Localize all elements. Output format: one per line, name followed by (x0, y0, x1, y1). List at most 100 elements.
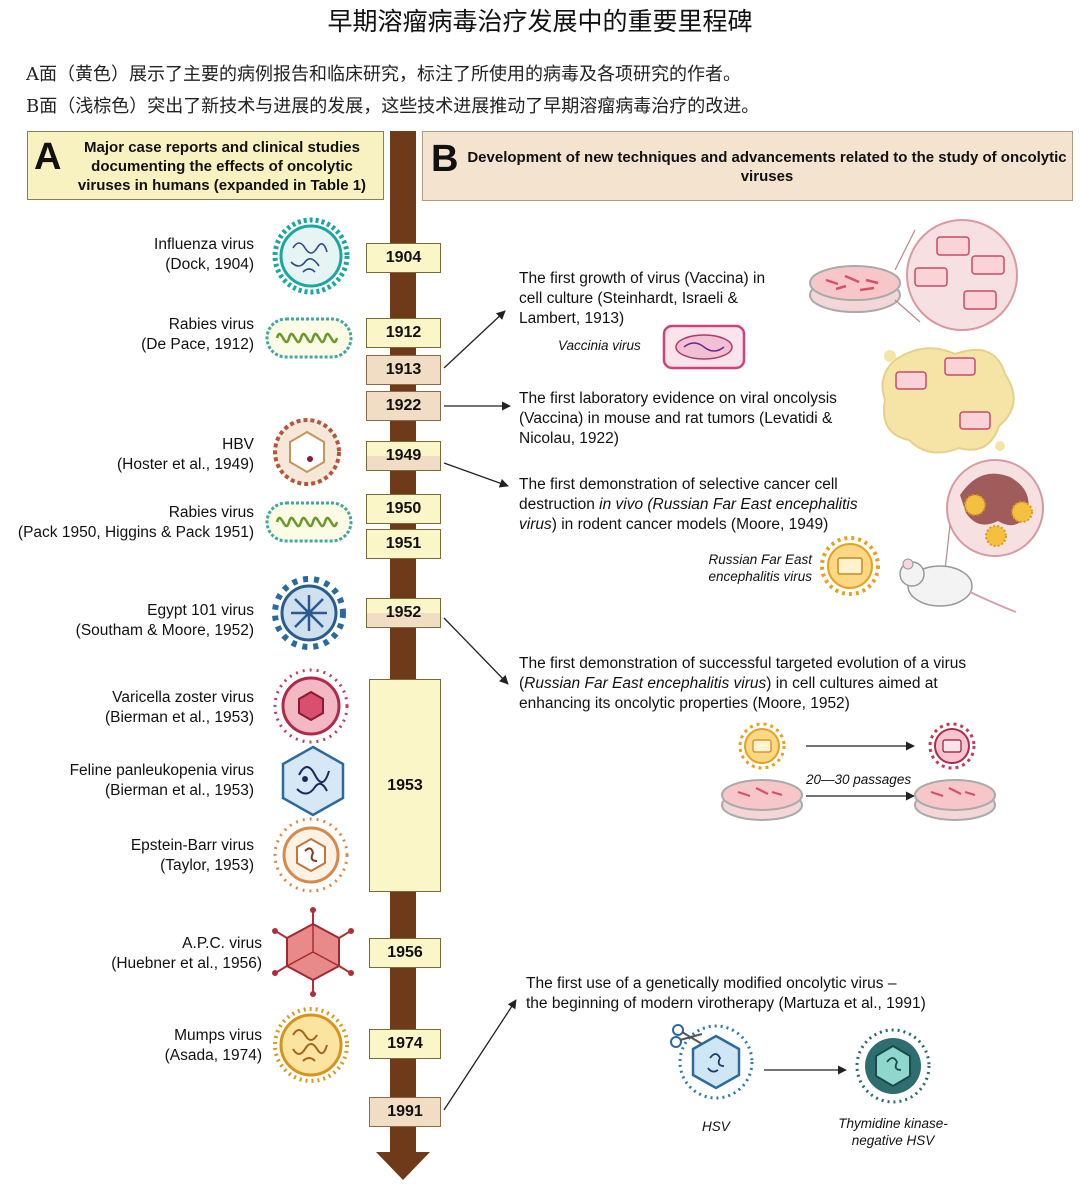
rfe-encephalitis-virus-icon (820, 536, 880, 596)
mouse-icon (899, 558, 1017, 613)
rfe-caption: Russian Far East encephalitis virus (690, 551, 812, 585)
year-1956: 1956 (369, 938, 441, 968)
tk-negative-hsv-icon (855, 1028, 931, 1104)
virus-ref: (Bierman et al., 1953) (104, 709, 254, 726)
milestone-1952: The first demonstration of successful ta… (519, 654, 966, 714)
cell-culture-dish-icon (721, 779, 803, 821)
panel-a-header: A Major case reports and clinical studie… (27, 131, 384, 200)
rfe-virus-before-icon (738, 722, 786, 770)
caption-line: Thymidine kinase- (838, 1116, 948, 1131)
virus-name: Varicella zoster virus (112, 689, 254, 706)
virus-ref: (Dock, 1904) (165, 256, 254, 273)
virus-ref: (Hoster et al., 1949) (117, 456, 254, 473)
apc-virus-icon (272, 907, 354, 997)
virus-name: A.P.C. virus (182, 935, 262, 952)
virus-ref: (Taylor, 1953) (160, 857, 254, 874)
arrow-1949 (443, 462, 509, 488)
virus-name: Mumps virus (174, 1027, 262, 1044)
year-1974: 1974 (369, 1029, 441, 1059)
caption-line: encephalitis virus (708, 569, 812, 584)
milestone-line: enhancing its oncolytic properties (Moor… (519, 695, 850, 712)
rabies-virus-icon (265, 317, 353, 359)
milestone-1949: The first demonstration of selective can… (519, 475, 858, 535)
year-1949: 1949 (366, 441, 441, 471)
milestone-line: (Russian Far East encephalitis virus) in… (519, 674, 966, 694)
milestone-line: The first use of a genetically modified … (526, 975, 897, 992)
year-1951: 1951 (366, 529, 441, 559)
milestone-line: virus) in rodent cancer models (Moore, 1… (519, 515, 858, 535)
milestone-text: ) in cell cultures aimed at (766, 675, 938, 692)
virus-label: Epstein-Barr virus (Taylor, 1953) (131, 836, 254, 876)
virus-label: Egypt 101 virus(Southam & Moore, 1952) (76, 601, 254, 641)
year-1991: 1991 (369, 1097, 441, 1127)
virus-ref: (Pack 1950, Higgins & Pack 1951) (17, 524, 254, 541)
milestone-1922: The first laboratory evidence on viral o… (519, 389, 837, 449)
egypt-101-virus-icon (272, 576, 346, 650)
virus-name: Feline panleukopenia virus (69, 762, 254, 779)
virus-name: HBV (222, 436, 254, 453)
vaccinia-virus-icon (662, 324, 746, 370)
cell-culture-dish-icon (809, 265, 901, 313)
infected-cells-zoom-icon (906, 219, 1018, 331)
tumor-zoom-icon (946, 459, 1044, 557)
zoom-line (894, 229, 916, 271)
intro-panel-a: A面（黄色）展示了主要的病例报告和临床研究，标注了所使用的病毒及各项研究的作者。 (26, 64, 741, 85)
milestone-line: destruction in vivo (Russian Far East en… (519, 495, 858, 515)
passages-caption: 20—30 passages (806, 772, 912, 787)
cell-culture-dish-icon (914, 779, 996, 821)
year-1953: 1953 (369, 679, 441, 892)
varicella-zoster-virus-icon (273, 668, 349, 744)
hbv-icon (273, 418, 341, 486)
vaccinia-caption: Vaccinia virus (558, 338, 641, 353)
panel-a-letter: A (34, 136, 62, 178)
caption-line: Russian Far East (708, 552, 812, 567)
tumor-tissue-icon (881, 347, 1015, 454)
milestone-line: Nicolau, 1922) (519, 430, 619, 447)
milestone-line: The first growth of virus (Vaccina) in (519, 270, 766, 287)
virus-ref: (Bierman et al., 1953) (104, 782, 254, 799)
year-1904: 1904 (366, 243, 441, 273)
milestone-line: The first laboratory evidence on viral o… (519, 390, 837, 407)
milestone-1913: The first growth of virus (Vaccina) in c… (519, 269, 765, 329)
virus-label: A.P.C. virus (Huebner et al., 1956) (111, 934, 262, 974)
milestone-line: The first demonstration of selective can… (519, 476, 838, 493)
rabies-virus-icon (265, 501, 353, 543)
year-1952: 1952 (366, 598, 441, 628)
year-1912: 1912 (366, 318, 441, 348)
virus-ref: (Asada, 1974) (164, 1047, 262, 1064)
hsv-caption: HSV (702, 1119, 730, 1134)
mumps-virus-icon (273, 1007, 349, 1083)
panel-b-letter: B (431, 138, 459, 180)
milestone-line: (Vaccina) in mouse and rat tumors (Levat… (519, 410, 833, 427)
evolved-virus-icon (928, 722, 976, 770)
milestone-line: cell culture (Steinhardt, Israeli & (519, 290, 738, 307)
virus-label: Influenza virus (Dock, 1904) (154, 235, 254, 275)
virus-ref: (Southam & Moore, 1952) (75, 622, 254, 639)
caption-line: negative HSV (851, 1133, 935, 1148)
panel-b-heading: Development of new techniques and advanc… (467, 149, 1067, 185)
milestone-text: ( (519, 675, 525, 692)
panel-a-heading: Major case reports and clinical studies … (77, 139, 367, 194)
scissors-icon (670, 1024, 703, 1048)
virus-label: Varicella zoster virus (Bierman et al., 1… (105, 688, 254, 728)
virus-name: Epstein-Barr virus (130, 837, 254, 854)
influenza-virus-icon (272, 217, 350, 295)
arrow-1952 (443, 617, 509, 685)
milestone-text: ) in rodent cancer models (Moore, 1949) (551, 516, 829, 533)
intro-panel-b: B面（浅棕色）突出了新技术与进展的发展，这些技术进展推动了早期溶瘤病毒治疗的改进… (26, 96, 760, 117)
milestone-line: the beginning of modern virotherapy (Mar… (526, 995, 926, 1012)
virus-name: Rabies virus (168, 504, 254, 521)
milestone-line: The first demonstration of successful ta… (519, 655, 967, 672)
milestone-line: Lambert, 1913) (519, 310, 625, 327)
virus-label: Feline panleukopenia virus (Bierman et al… (70, 761, 254, 801)
virus-name: Influenza virus (154, 236, 254, 253)
tk-hsv-caption: Thymidine kinase- negative HSV (828, 1115, 958, 1149)
virus-ref: (Huebner et al., 1956) (111, 955, 262, 972)
arrow-1913 (443, 310, 506, 369)
milestone-text-italic: in vivo (Russian Far East encephalitis (599, 496, 858, 513)
milestone-text-italic: virus (519, 516, 552, 533)
milestone-1991: The first use of a genetically modified … (526, 974, 926, 1014)
timeline-arrowhead (376, 1152, 430, 1180)
timeline-shaft (390, 131, 416, 1161)
panel-b-header: B Development of new techniques and adva… (422, 131, 1073, 201)
